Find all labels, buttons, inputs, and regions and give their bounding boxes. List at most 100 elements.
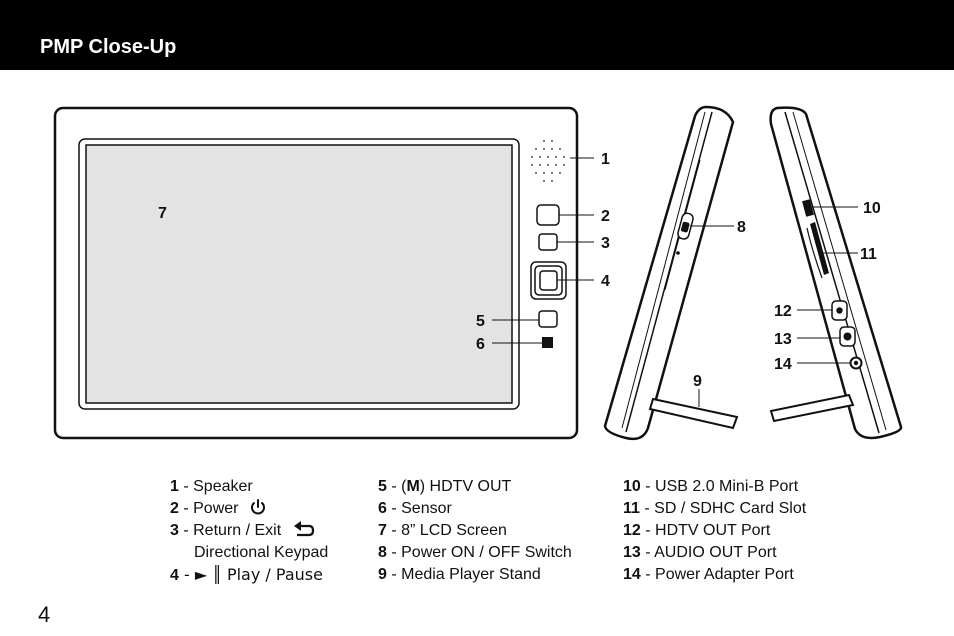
callout-hdtv-port: 12 bbox=[774, 303, 792, 320]
callout-keypad: 4 bbox=[601, 273, 610, 290]
legend-item: 10 - USB 2.0 Mini-B Port bbox=[623, 476, 806, 498]
legend-number: 6 bbox=[378, 500, 387, 517]
speaker-hole bbox=[559, 148, 561, 150]
legend-number: 11 bbox=[623, 500, 640, 517]
legend-column-2: 5 - (M) HDTV OUT 6 - Sensor 7 - 8” LCD S… bbox=[378, 476, 572, 586]
legend-item: 12 - HDTV OUT Port bbox=[623, 520, 806, 542]
legend-text: - Media Player Stand bbox=[386, 566, 541, 583]
legend-number: 13 bbox=[623, 544, 641, 561]
keypad-center-button bbox=[539, 270, 558, 291]
speaker-hole bbox=[543, 172, 545, 174]
speaker-hole bbox=[563, 164, 565, 166]
legend-text: - Power Adapter Port bbox=[640, 566, 794, 583]
legend-column-1: 1 - Speaker 2 - Power 3 - Return / Exit … bbox=[170, 476, 328, 586]
right-side-view: 10 11 12 13 14 bbox=[769, 106, 903, 440]
hdtv-out-button bbox=[538, 310, 558, 328]
callout-return: 3 bbox=[601, 235, 610, 252]
speaker-hole bbox=[543, 140, 545, 142]
speaker-hole bbox=[539, 156, 541, 158]
callout-power-switch: 8 bbox=[737, 219, 746, 236]
legend-text: - Power bbox=[178, 500, 239, 517]
hdtv-out-port-hole bbox=[836, 307, 843, 314]
speaker-hole bbox=[543, 148, 545, 150]
legend-text-bold: M bbox=[406, 478, 420, 495]
sd-card-slot bbox=[810, 222, 829, 275]
callout-sensor: 6 bbox=[476, 336, 485, 353]
power-icon bbox=[250, 499, 265, 515]
legend-column-3: 10 - USB 2.0 Mini-B Port 11 - SD / SDHC … bbox=[623, 476, 806, 586]
legend-item: 2 - Power bbox=[170, 498, 328, 520]
legend-item: 4 - ► ║ Play / Pause bbox=[170, 564, 328, 586]
legend-item: 14 - Power Adapter Port bbox=[623, 564, 806, 586]
legend-item: 5 - (M) HDTV OUT bbox=[378, 476, 572, 498]
speaker-hole bbox=[559, 172, 561, 174]
legend-number: 1 bbox=[170, 478, 179, 495]
left-side-view: 8 9 bbox=[603, 105, 746, 441]
speaker-hole bbox=[563, 156, 565, 158]
legend-text: - ► ║ Play / Pause bbox=[178, 565, 323, 584]
speaker-hole bbox=[535, 172, 537, 174]
speaker-hole bbox=[535, 148, 537, 150]
usb-port bbox=[802, 199, 814, 217]
legend-number: 3 bbox=[170, 522, 179, 539]
legend-text: - Sensor bbox=[386, 500, 452, 517]
legend-item: 13 - AUDIO OUT Port bbox=[623, 542, 806, 564]
side-body-inner bbox=[625, 111, 713, 433]
page-header: PMP Close-Up bbox=[0, 0, 954, 70]
legend-number: 9 bbox=[378, 566, 387, 583]
legend-text: - Return / Exit bbox=[178, 522, 282, 539]
power-switch-knob bbox=[680, 221, 690, 233]
legend-item: 3 - Return / Exit bbox=[170, 520, 328, 542]
legend-number: 10 bbox=[623, 478, 641, 495]
return-arrow-icon bbox=[293, 521, 314, 537]
legend-text: - USB 2.0 Mini-B Port bbox=[640, 478, 799, 495]
speaker-hole bbox=[551, 140, 553, 142]
callout-power: 2 bbox=[601, 208, 610, 225]
legend-number: 7 bbox=[378, 522, 387, 539]
legend-item: 9 - Media Player Stand bbox=[378, 564, 572, 586]
speaker-hole bbox=[551, 148, 553, 150]
device-diagram: 1 2 3 4 5 6 7 8 9 bbox=[53, 105, 903, 441]
callout-usb: 10 bbox=[863, 200, 881, 217]
sd-card-slot-outline bbox=[806, 227, 823, 279]
callout-speaker: 1 bbox=[601, 151, 610, 168]
return-button bbox=[538, 233, 558, 251]
legend-item: 7 - 8” LCD Screen bbox=[378, 520, 572, 542]
side-body-outline bbox=[769, 106, 903, 440]
speaker-hole bbox=[551, 180, 553, 182]
legend-number: 14 bbox=[623, 566, 641, 583]
callout-hdtv-button: 5 bbox=[476, 313, 485, 330]
legend-number: 8 bbox=[378, 544, 387, 561]
speaker-hole bbox=[543, 180, 545, 182]
legend-number: 2 bbox=[170, 500, 179, 517]
legend-text: - Speaker bbox=[178, 478, 253, 495]
legend-text: - SD / SDHC Card Slot bbox=[639, 500, 807, 517]
page-number: 4 bbox=[38, 602, 51, 627]
legend-text: Directional Keypad bbox=[194, 544, 329, 561]
legend-item: 11 - SD / SDHC Card Slot bbox=[623, 498, 806, 520]
legend-number: 4 bbox=[170, 567, 179, 584]
side-body-edge bbox=[621, 111, 706, 429]
callout-stand: 9 bbox=[693, 373, 702, 390]
power-button bbox=[536, 204, 560, 226]
legend-text: - HDTV OUT Port bbox=[640, 522, 771, 539]
callout-audio: 13 bbox=[774, 331, 792, 348]
side-body-inner bbox=[784, 111, 880, 434]
speaker-hole bbox=[555, 156, 557, 158]
speaker-hole bbox=[555, 164, 557, 166]
legend-text: - 8” LCD Screen bbox=[386, 522, 507, 539]
legend-text: - Power ON / OFF Switch bbox=[386, 544, 572, 561]
sensor bbox=[542, 337, 553, 348]
legend-text: - ( bbox=[386, 478, 407, 495]
legend-number: 12 bbox=[623, 522, 641, 539]
stand bbox=[769, 393, 855, 423]
speaker-hole bbox=[531, 156, 533, 158]
legend-item: Directional Keypad bbox=[170, 542, 328, 564]
speaker-hole bbox=[551, 172, 553, 174]
side-body-edge bbox=[792, 111, 887, 431]
callout-screen: 7 bbox=[158, 205, 167, 222]
front-view: 1 2 3 4 5 6 7 bbox=[53, 106, 610, 440]
speaker-hole bbox=[539, 164, 541, 166]
legend-text: ) HDTV OUT bbox=[419, 478, 512, 495]
indicator-dot bbox=[676, 251, 680, 255]
